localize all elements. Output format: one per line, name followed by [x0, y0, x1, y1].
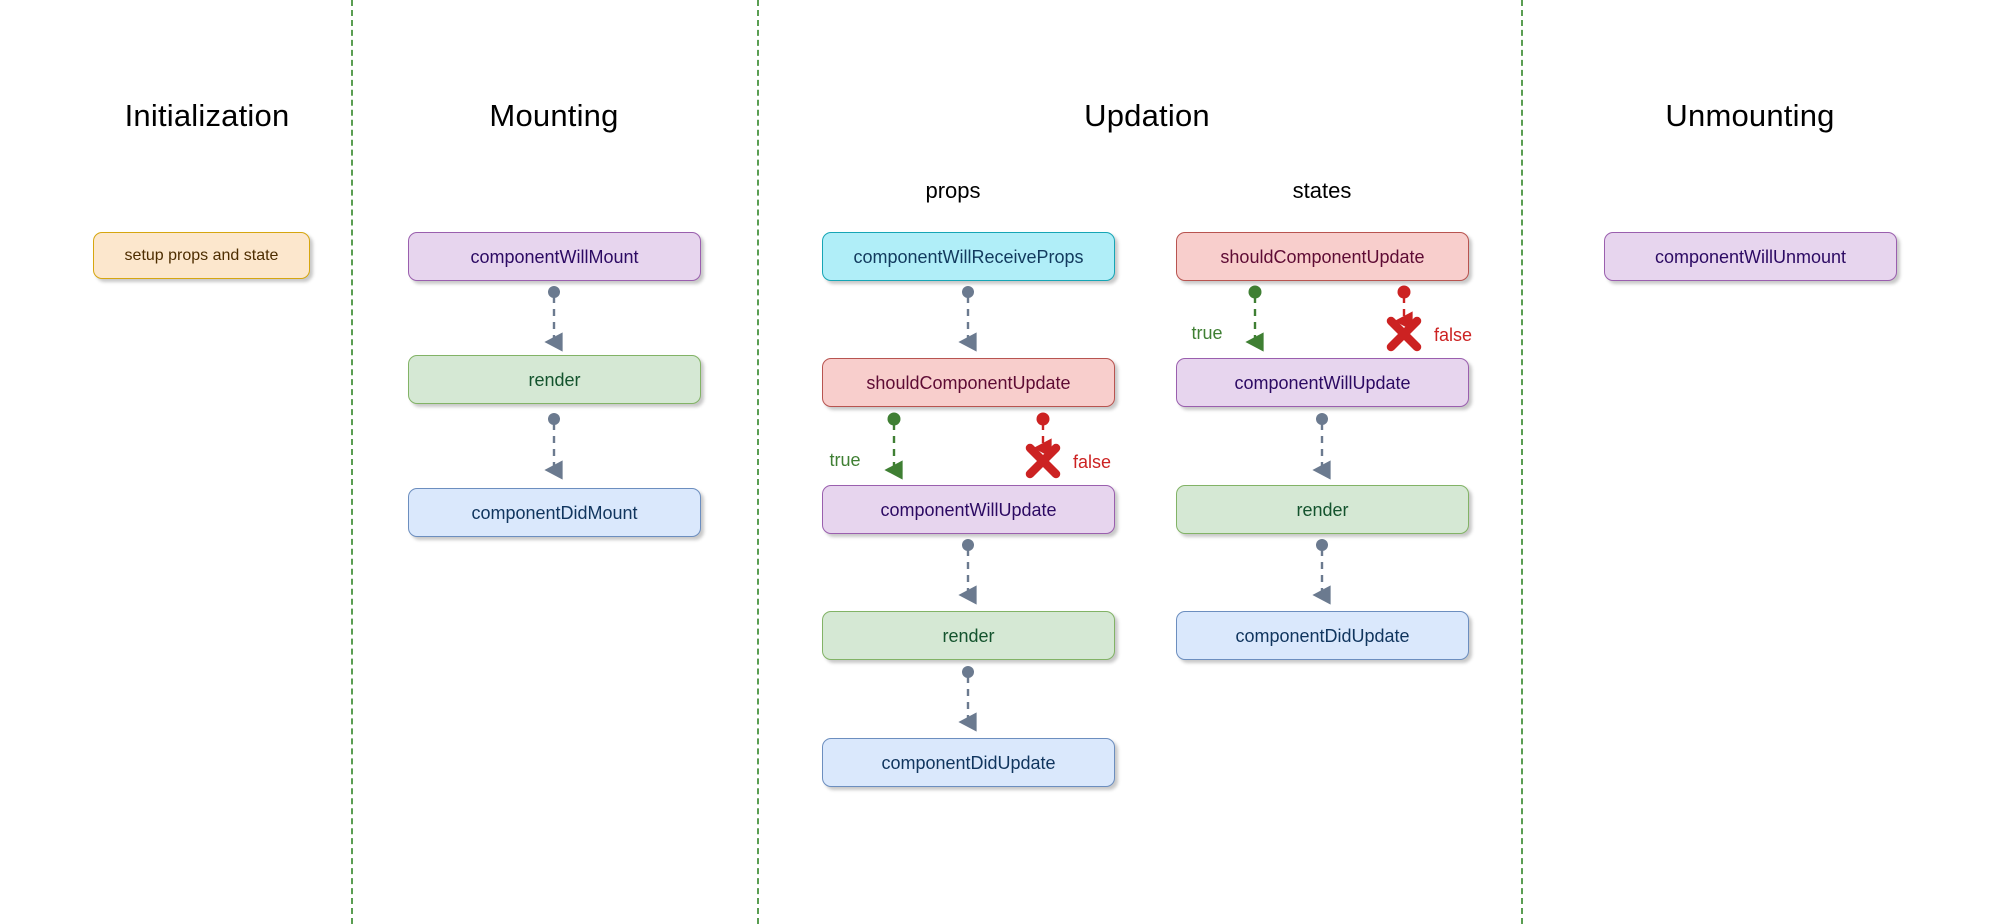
section-heading-initialization: Initialization	[124, 98, 290, 133]
node-states-component-did-update[interactable]: componentDidUpdate	[1176, 611, 1469, 660]
connector-props-render-to-didupdate	[958, 666, 977, 732]
subheading-props: props	[925, 178, 981, 203]
connector-props-should-true-branch	[884, 412, 903, 480]
node-props-component-did-update[interactable]: componentDidUpdate	[822, 738, 1115, 787]
branch-label-states-true: true	[1191, 323, 1223, 343]
node-setup-props-and-state[interactable]: setup props and state	[93, 232, 310, 279]
node-component-will-mount[interactable]: componentWillMount	[408, 232, 701, 281]
node-states-should-component-update[interactable]: shouldComponentUpdate	[1176, 232, 1469, 281]
node-component-will-unmount[interactable]: componentWillUnmount	[1604, 232, 1897, 281]
node-props-component-will-update[interactable]: componentWillUpdate	[822, 485, 1115, 534]
branch-label-props-false: false	[1072, 452, 1112, 472]
connector-states-willupdate-to-render	[1312, 413, 1331, 480]
section-heading-mounting: Mounting	[489, 98, 619, 133]
divider-updation-unmounting	[1521, 0, 1523, 924]
node-props-render[interactable]: render	[822, 611, 1115, 660]
section-heading-unmounting: Unmounting	[1665, 98, 1835, 133]
node-props-should-component-update[interactable]: shouldComponentUpdate	[822, 358, 1115, 407]
connector-mounting-render-to-didmount	[544, 413, 563, 480]
subheading-states: states	[1292, 178, 1352, 203]
node-states-component-will-update[interactable]: componentWillUpdate	[1176, 358, 1469, 407]
connector-props-willupdate-to-render	[958, 539, 977, 605]
connector-states-should-false-branch	[1386, 285, 1422, 352]
branch-label-props-true: true	[829, 450, 861, 470]
node-mounting-render[interactable]: render	[408, 355, 701, 404]
connector-mounting-will-to-render	[544, 286, 563, 352]
branch-label-states-false: false	[1433, 325, 1473, 345]
section-heading-updation: Updation	[1084, 98, 1210, 133]
node-states-render[interactable]: render	[1176, 485, 1469, 534]
divider-mounting-updation	[757, 0, 759, 924]
connector-props-should-false-branch	[1025, 412, 1061, 479]
node-component-will-receive-props[interactable]: componentWillReceiveProps	[822, 232, 1115, 281]
cross-mark-icon	[1025, 443, 1061, 479]
connector-props-willreceive-to-should	[958, 286, 977, 352]
divider-initialization-mounting	[351, 0, 353, 924]
connector-states-render-to-didupdate	[1312, 539, 1331, 605]
node-component-did-mount[interactable]: componentDidMount	[408, 488, 701, 537]
connector-states-should-true-branch	[1245, 285, 1264, 352]
cross-mark-icon	[1386, 316, 1422, 352]
